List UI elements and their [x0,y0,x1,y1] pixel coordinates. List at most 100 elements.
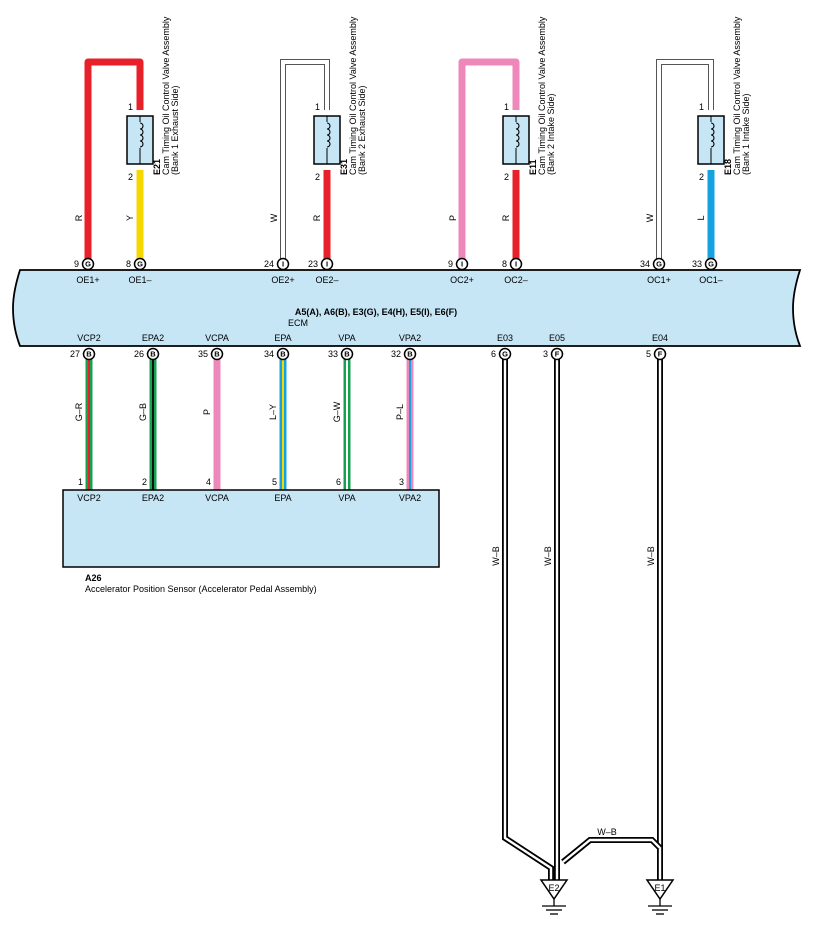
terminal-E04-letter: F [658,350,663,359]
sensor-name: Accelerator Position Sensor (Accelerator… [85,584,317,594]
ecm-pin-number: 3 [543,349,548,359]
terminal-VPA2-letter: B [407,350,413,359]
wire-color-code: G–W [332,401,342,422]
ecm-terminal-label: E05 [549,333,565,343]
wire-E03-core [503,354,553,880]
valve-title: Cam Timing Oil Control Valve Assembly [348,16,358,175]
ecm-pin-number: 8 [126,259,131,269]
valve-code: E21 [152,159,162,175]
ecm-pin-number: 8 [502,259,507,269]
wire-color-code: G–B [138,403,148,421]
wire-color-code: W–B [491,546,501,566]
wire-color-code: R [312,214,322,221]
wire-color-code: Y [125,215,135,221]
wire-color-code: P [448,215,458,221]
wire-cross-w-b-core [562,838,661,863]
wire-OE1+ [84,58,144,264]
valve-code: E11 [528,159,538,175]
ecm-terminal-label: EPA [274,333,291,343]
sensor-terminal-label: EPA [274,493,291,503]
ground-E2-icon [539,879,569,901]
terminal-OE1– [133,257,147,271]
terminal-E03-letter: G [502,350,508,359]
ecm-terminal-label: OC1+ [647,275,671,285]
ecm-pin-number: 34 [264,349,274,359]
terminal-EPA [276,347,290,361]
sensor-and-ground-wires [85,354,663,880]
sensor-terminal-label: VCP2 [77,493,101,503]
sensor-pin-number: 3 [399,477,404,487]
wire-color-code: R [74,214,84,221]
terminal-OC2+-letter: I [461,260,463,269]
wire-color-code: P [202,409,212,415]
ecm-terminal-label: OE1– [128,275,151,285]
valve-side: (Bank 2 Exhaust Side) [357,85,367,175]
wire-color-code: L [696,215,706,220]
ecm-terminal-label: OE2+ [271,275,294,285]
wire-OC2+ [458,58,520,264]
valve-title: Cam Timing Oil Control Valve Assembly [732,16,742,175]
wire-color-code: W–B [543,546,553,566]
terminal-OC1–-letter: G [708,260,714,269]
terminal-OE2+ [276,257,290,271]
wire-color-code: W–B [646,546,656,566]
valve-title: Cam Timing Oil Control Valve Assembly [161,16,171,175]
terminal-OE1–-letter: G [137,260,143,269]
terminal-E03 [498,347,512,361]
ground-label: E2 [548,883,559,893]
terminal-OC1+-letter: G [656,260,662,269]
valve-pin-1: 1 [699,102,704,112]
ecm-pin-number: 32 [391,349,401,359]
terminal-VPA [340,347,354,361]
terminal-OC2– [509,257,523,271]
sensor-pin-number: 1 [78,477,83,487]
ecm-terminal-label: OC1– [699,275,723,285]
ecm-terminal-label: OE2– [315,275,338,285]
ecm-terminal-label: OE1+ [76,275,99,285]
valve-code: E18 [723,159,733,175]
ecm-pin-number: 26 [134,349,144,359]
ecm-pin-number: 6 [491,349,496,359]
valve-wires [84,58,715,264]
wire-color-code: L–Y [268,404,278,420]
sensor-pin-number: 2 [142,477,147,487]
ecm-terminal-label: VCP2 [77,333,101,343]
ecm-pin-number: 33 [692,259,702,269]
sensor-code: A26 [85,573,102,583]
terminal-EPA2 [146,347,160,361]
valve-title: Cam Timing Oil Control Valve Assembly [537,16,547,175]
ecm-pin-number: 27 [70,349,80,359]
terminal-E05 [550,347,564,361]
wire-color-code: G–R [74,402,84,421]
terminal-E05-letter: F [555,350,560,359]
valve-pin-1: 1 [504,102,509,112]
ecm-pin-number: 9 [74,259,79,269]
ecm-terminal-label: E03 [497,333,513,343]
ecm-name: ECM [288,318,308,328]
terminal-VCP2-letter: B [86,350,92,359]
wire-color-code: W–B [597,827,617,837]
sensor-terminal-label: VCPA [205,493,229,503]
sensor-pin-number: 4 [206,477,211,487]
wire-E03 [502,354,554,880]
ecm-pin-number: 33 [328,349,338,359]
ground-E1-icon [645,879,675,901]
terminal-EPA2-letter: B [150,350,156,359]
ecm-terminal-label: OC2– [504,275,528,285]
valve-side: (Bank 2 Intake Side) [546,93,556,175]
valve-side: (Bank 1 Exhaust Side) [170,85,180,175]
terminal-OC1– [704,257,718,271]
wire-color-code: W [645,213,655,222]
coil-E18-icon [710,122,715,148]
ecm-terminal-label: VCPA [205,333,229,343]
terminal-VCP2 [82,347,96,361]
ecm-pin-number: 9 [448,259,453,269]
ecm-box [12,269,802,347]
ecm-pin-number: 23 [308,259,318,269]
sensor-terminal-label: VPA [338,493,355,503]
valve-pin-1: 1 [315,102,320,112]
valve-side: (Bank 1 Intake Side) [741,93,751,175]
terminal-OE1+ [81,257,95,271]
sensor-pin-number: 6 [336,477,341,487]
